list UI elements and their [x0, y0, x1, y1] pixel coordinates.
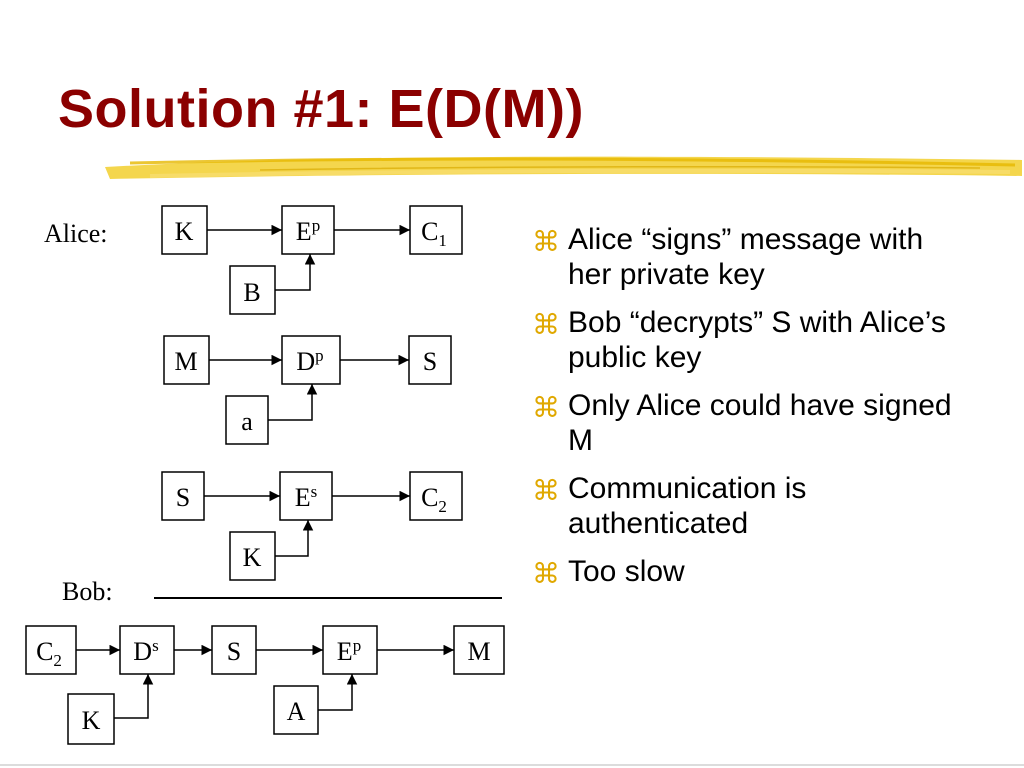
- svg-text:K: K: [243, 543, 262, 572]
- box-a-bob: A: [273, 685, 319, 735]
- command-key-icon: ⌘: [532, 308, 560, 341]
- svg-text:Ds: Ds: [133, 636, 158, 666]
- svg-text:A: A: [287, 697, 306, 726]
- arrow-a-to-d: [268, 384, 318, 421]
- svg-text:Dp: Dp: [296, 346, 323, 376]
- box-k-row1: K: [161, 205, 208, 255]
- bullet-item: ⌘Alice “signs” message with her private …: [532, 223, 924, 291]
- title-highlight-stroke: [105, 156, 1022, 179]
- box-m-row2: M: [163, 335, 210, 385]
- box-d-s-bob: Ds: [119, 625, 175, 675]
- box-a-row2: a: [225, 395, 269, 445]
- box-c1-row1: C1: [409, 205, 463, 255]
- arrow-k-to-e-row3: [275, 520, 314, 557]
- bob-label: Bob:: [62, 577, 113, 606]
- box-s-row3: S: [161, 471, 205, 521]
- svg-text:S: S: [176, 483, 190, 512]
- bullet-list: ⌘Alice “signs” message with her private …: [532, 222, 972, 602]
- command-key-icon: ⌘: [532, 225, 560, 258]
- box-e-p-bob: Ep: [322, 625, 378, 675]
- svg-text:C1: C1: [421, 217, 447, 250]
- box-d-p-row2: Dp: [281, 335, 341, 385]
- box-k-bob: K: [67, 693, 115, 745]
- box-b-row1: B: [229, 265, 276, 315]
- box-c2-bob: C2: [25, 625, 77, 675]
- command-key-icon: ⌘: [532, 391, 560, 424]
- svg-text:C2: C2: [421, 483, 447, 516]
- box-k-row3: K: [229, 531, 276, 581]
- box-m-bob: M: [453, 625, 505, 675]
- svg-text:S: S: [423, 347, 437, 376]
- svg-text:M: M: [174, 347, 197, 376]
- box-s-bob: S: [211, 625, 257, 675]
- box-s-row2: S: [408, 335, 452, 385]
- svg-text:Es: Es: [295, 482, 318, 512]
- command-key-icon: ⌘: [532, 474, 560, 507]
- bullet-item: ⌘Bob “decrypts” S with Alice’s public ke…: [532, 306, 946, 374]
- slide-title: Solution #1: E(D(M)): [58, 79, 584, 139]
- svg-text:C2: C2: [36, 637, 62, 670]
- box-e-p-row1: Ep: [281, 205, 335, 255]
- svg-text:a: a: [241, 407, 253, 436]
- svg-text:K: K: [82, 706, 101, 735]
- svg-text:K: K: [175, 217, 194, 246]
- svg-text:B: B: [243, 278, 260, 307]
- svg-text:M: M: [467, 637, 490, 666]
- bullet-item: ⌘Only Alice could have signed M: [532, 389, 952, 457]
- arrow-b-to-e: [275, 254, 316, 291]
- box-c2-row3: C2: [409, 471, 463, 521]
- box-e-s-row3: Es: [279, 471, 333, 521]
- arrow-k-to-d-bob: [114, 674, 154, 719]
- bullet-item: ⌘Too slow: [532, 555, 685, 590]
- arrow-a-to-e-bob: [318, 674, 358, 711]
- svg-text:Ep: Ep: [296, 216, 320, 246]
- footer-rule: [0, 764, 1024, 766]
- bullet-item: ⌘Communication is authenticated: [532, 472, 807, 540]
- svg-text:S: S: [227, 637, 241, 666]
- command-key-icon: ⌘: [532, 557, 560, 590]
- svg-text:Ep: Ep: [337, 636, 361, 666]
- alice-label: Alice:: [44, 219, 108, 248]
